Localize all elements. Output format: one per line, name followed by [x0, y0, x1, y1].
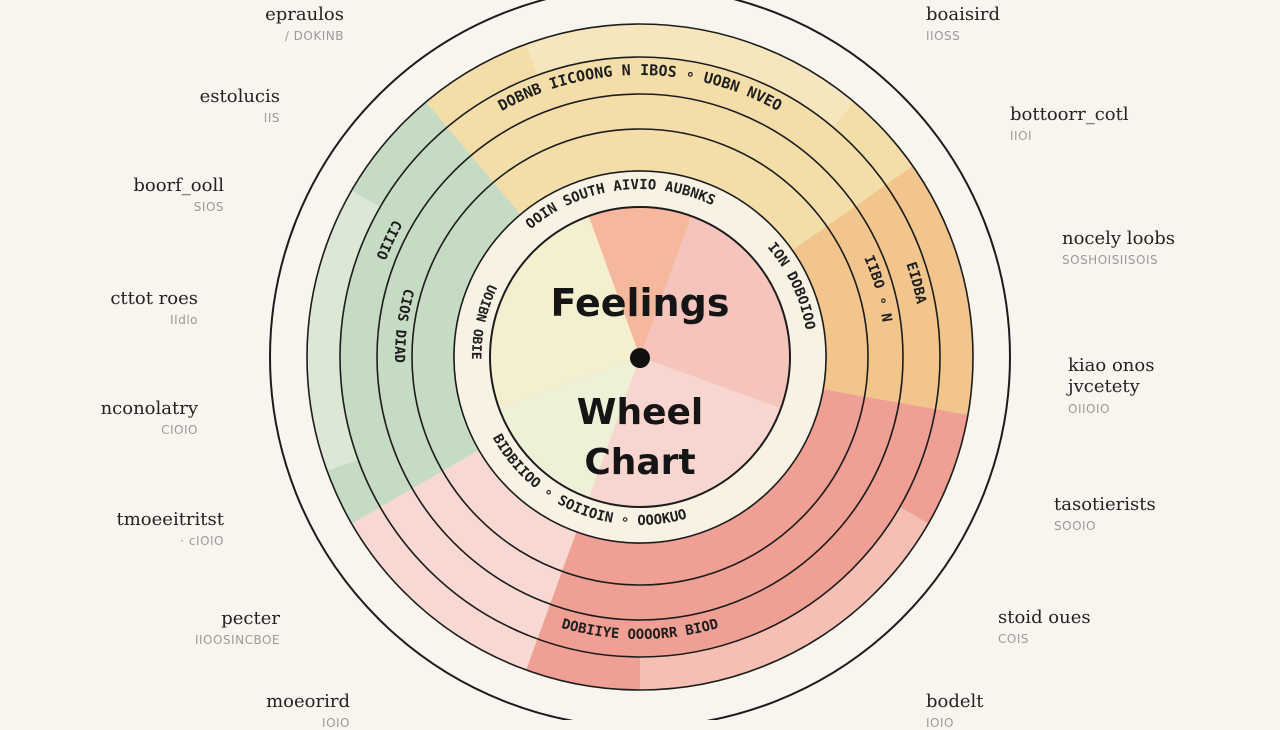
band-light-yellow: [526, 24, 855, 128]
label-sub: IOIO: [926, 716, 954, 730]
label-sub: IOIO: [322, 716, 350, 730]
outer-label-left-6: tmoeeitritst · cIOIO: [40, 509, 225, 548]
label-main: stoid oues: [998, 607, 1091, 628]
label-main: cttot roes: [110, 288, 198, 309]
outer-label-left-4: cttot roes IIdlo: [14, 288, 198, 327]
label-sub: SOOIO: [1054, 519, 1096, 533]
center-sector-orange: [588, 207, 692, 357]
label-main: bottoorr_cotl: [1010, 104, 1129, 125]
outer-label-left-1: epraulos / DOKINB: [160, 4, 344, 43]
ring-outline: [339, 56, 941, 658]
ring-outline: [269, 0, 1011, 720]
outer-label-left-8: moeorird IOIO: [166, 691, 350, 730]
center-title-line-3: Chart: [584, 442, 695, 483]
label-sub: IIOOSINCBOE: [194, 633, 280, 647]
label-sub: SOSHOISIISOIS: [1062, 253, 1159, 267]
outer-label-right-5: tasotierists SOOIO: [1054, 494, 1254, 533]
label-sub: OIIOIO: [1068, 402, 1110, 417]
label-main: tmoeeitritst: [116, 509, 225, 530]
outer-label-right-1: boaisird IIOSS: [926, 4, 1126, 43]
band-light-coral: [640, 507, 929, 690]
inner-band-outline: [453, 170, 827, 544]
center-dot: [630, 348, 650, 368]
center-sector-light-pink: [588, 357, 781, 507]
sector-coral: [526, 383, 968, 690]
outer-label-left-5: nconolatry CIOIO: [14, 398, 198, 437]
label-main: nocely loobs: [1062, 228, 1176, 249]
ring-outline: [306, 23, 974, 691]
center-sector-pink: [640, 216, 791, 409]
label-main: tasotierists: [1054, 494, 1156, 515]
label-sub: IIS: [263, 111, 280, 125]
outer-label-right-7: bodelt IOIO: [926, 691, 1126, 730]
center-outline: [489, 206, 791, 508]
outer-label-right-2: bottoorr_cotl IIOI: [1010, 104, 1210, 143]
label-main: boaisird: [926, 4, 1000, 25]
label-sub: IIOSS: [926, 29, 961, 43]
label-main: estolucis: [199, 86, 280, 107]
label-sub: IIOI: [1010, 129, 1033, 143]
outer-label-right-3: nocely loobs SOSHOISIISOIS: [1062, 228, 1262, 267]
center-title-line-2: Wheel: [577, 392, 704, 433]
label-main: bodelt: [926, 691, 984, 712]
label-sub: COIS: [998, 632, 1029, 646]
ring-outline: [376, 93, 904, 621]
outer-label-left-2: estolucis IIS: [96, 86, 280, 125]
label-main: epraulos: [265, 4, 344, 25]
outer-label-left-3: boorf_ooll SIOS: [40, 175, 224, 214]
label-main: kiao onos jvcetety: [1068, 355, 1155, 397]
label-sub: · cIOIO: [180, 534, 224, 548]
label-main: boorf_ooll: [133, 175, 224, 196]
label-sub: SIOS: [193, 200, 224, 214]
label-sub: IIdlo: [170, 313, 198, 327]
ring-outline: [411, 128, 869, 586]
label-main: nconolatry: [100, 398, 198, 419]
label-sub: CIOIO: [161, 423, 198, 437]
label-main: pecter: [221, 608, 280, 629]
label-sub: / DOKINB: [284, 29, 344, 43]
outer-label-right-4: kiao onos jvcetety OIIOIO: [1068, 355, 1180, 417]
outer-label-left-7: pecter IIOOSINCBOE: [96, 608, 280, 647]
band-sage: [307, 190, 381, 471]
label-main: moeorird: [266, 691, 350, 712]
outer-label-right-6: stoid oues COIS: [998, 607, 1198, 646]
center-title-line-1: Feelings: [551, 281, 730, 325]
